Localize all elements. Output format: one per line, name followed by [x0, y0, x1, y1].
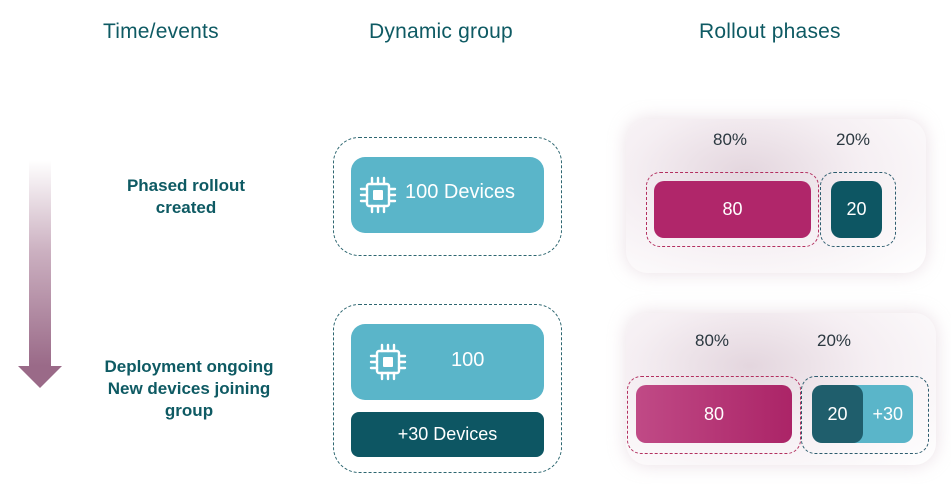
row2-dynamic-group-container — [333, 304, 562, 473]
row1-phase2-bar: 20 — [831, 181, 882, 238]
row2-device-box: 100 — [351, 324, 544, 400]
cpu-chip-icon — [369, 343, 407, 381]
cpu-chip-icon — [359, 176, 397, 214]
row2-phase2-bar: 20 — [812, 385, 863, 443]
row2-phase1-bar: 80 — [636, 385, 792, 443]
row2-label-line2: New devices joining — [107, 379, 271, 398]
row1-dynamic-group-container — [333, 137, 562, 256]
row2-event-label: Deployment ongoing New devices joining g… — [84, 356, 294, 422]
header-rollout-phases: Rollout phases — [699, 20, 841, 43]
timeline-arrow-shaft — [29, 160, 51, 366]
row1-phase2-outline — [820, 172, 896, 247]
row1-device-count: 100 Devices — [405, 181, 516, 203]
row1-phase1-outline — [646, 172, 819, 247]
row2-device-count: 100 — [451, 349, 485, 371]
row2-new-devices-box: +30 Devices — [351, 412, 544, 457]
row2-phase1-outline — [627, 376, 801, 454]
row1-phase1-percent: 80% — [713, 130, 748, 149]
row1-phase2-percent: 20% — [836, 130, 871, 149]
timeline-arrow-head — [18, 366, 62, 388]
row1-phase1-bar: 80 — [654, 181, 811, 238]
row2-label-line1: Deployment ongoing — [104, 357, 274, 376]
row1-label-line1: Phased rollout — [126, 176, 246, 195]
header-dynamic-group: Dynamic group — [369, 20, 513, 43]
row2-label-line3: group — [164, 401, 214, 420]
row2-phase2-outline — [801, 376, 929, 454]
row2-phase1-percent: 80% — [695, 331, 730, 350]
row2-phase2-percent: 20% — [817, 331, 852, 350]
row1-event-label: Phased rollout created — [100, 175, 272, 219]
header-time-events: Time/events — [103, 20, 219, 43]
row1-label-line2: created — [155, 198, 217, 217]
row1-device-box: 100 Devices — [351, 157, 544, 233]
